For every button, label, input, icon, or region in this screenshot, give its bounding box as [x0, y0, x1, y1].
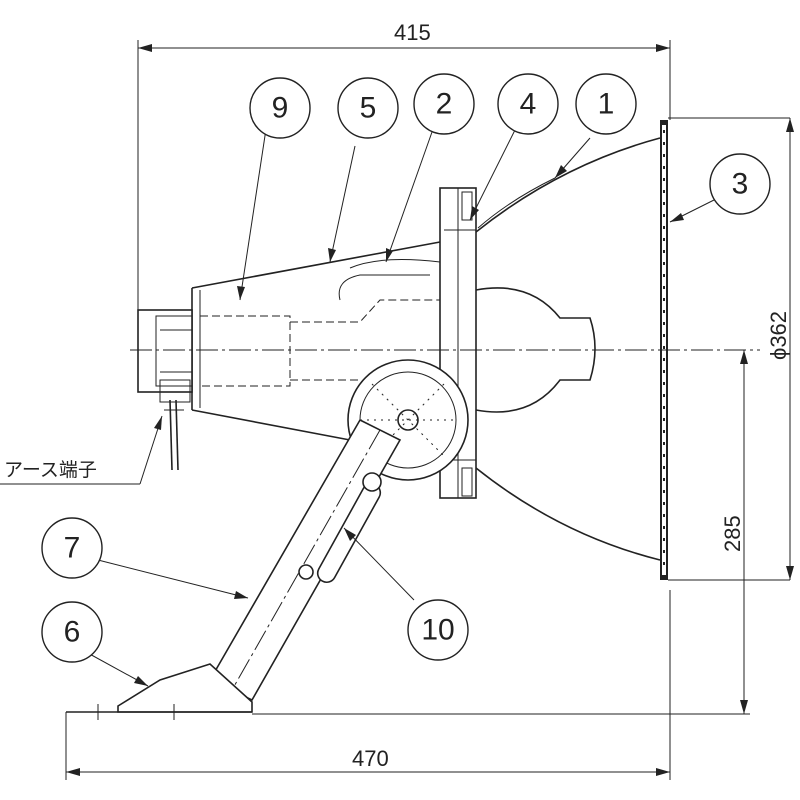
dim-base-width-text: 470	[352, 746, 389, 771]
svg-text:9: 9	[272, 92, 289, 125]
balloon-10: 10	[407, 599, 469, 661]
leader-lines	[0, 115, 715, 687]
svg-text:3: 3	[732, 168, 749, 201]
rear-cap	[137, 309, 193, 403]
svg-text:4: 4	[520, 88, 537, 121]
balloon-1: 1	[575, 73, 637, 135]
svg-text:1: 1	[598, 88, 615, 121]
balloon-6: 6	[41, 601, 103, 663]
balloon-7: 7	[41, 517, 103, 579]
svg-text:10: 10	[421, 614, 454, 647]
base-plate	[66, 663, 253, 720]
dim-overall-width	[137, 40, 671, 310]
svg-text:5: 5	[360, 92, 377, 125]
balloon-3: 3	[709, 153, 771, 215]
earth-terminal-screw	[164, 399, 184, 471]
dim-axis-height-text: 285	[720, 515, 745, 552]
balloon-5: 5	[337, 77, 399, 139]
svg-text:7: 7	[64, 532, 81, 565]
stand-arm	[208, 418, 402, 702]
svg-text:6: 6	[64, 616, 81, 649]
earth-terminal-label: アース端子	[4, 459, 97, 481]
dim-axis-height	[740, 350, 748, 714]
reflector-housing	[475, 137, 661, 561]
balloon-9: 9	[249, 77, 311, 139]
balloon-2: 2	[413, 73, 475, 135]
dim-base-width	[65, 590, 671, 780]
dim-reflector-diameter-text: ϕ362	[766, 311, 791, 360]
balloon-4: 4	[497, 73, 559, 135]
dim-reflector-diameter	[786, 118, 794, 580]
dim-overall-width-text: 415	[394, 20, 431, 45]
svg-text:2: 2	[436, 88, 453, 121]
